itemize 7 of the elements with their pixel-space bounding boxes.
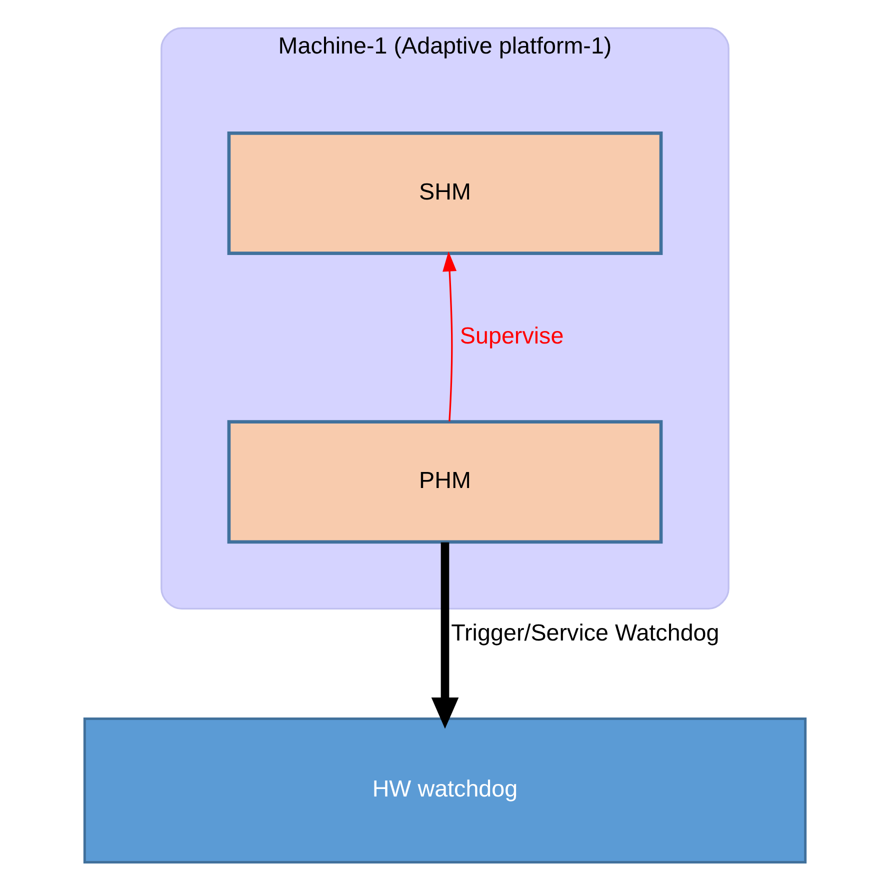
node-box: PHM — [227, 420, 663, 544]
arrow — [442, 251, 457, 422]
edge-label: Trigger/Service Watchdog — [451, 620, 720, 646]
arrow — [431, 542, 459, 729]
node-box: SHM — [227, 132, 663, 255]
edge-label: Supervise — [460, 322, 564, 349]
node-box: HW watchdog — [83, 718, 807, 864]
